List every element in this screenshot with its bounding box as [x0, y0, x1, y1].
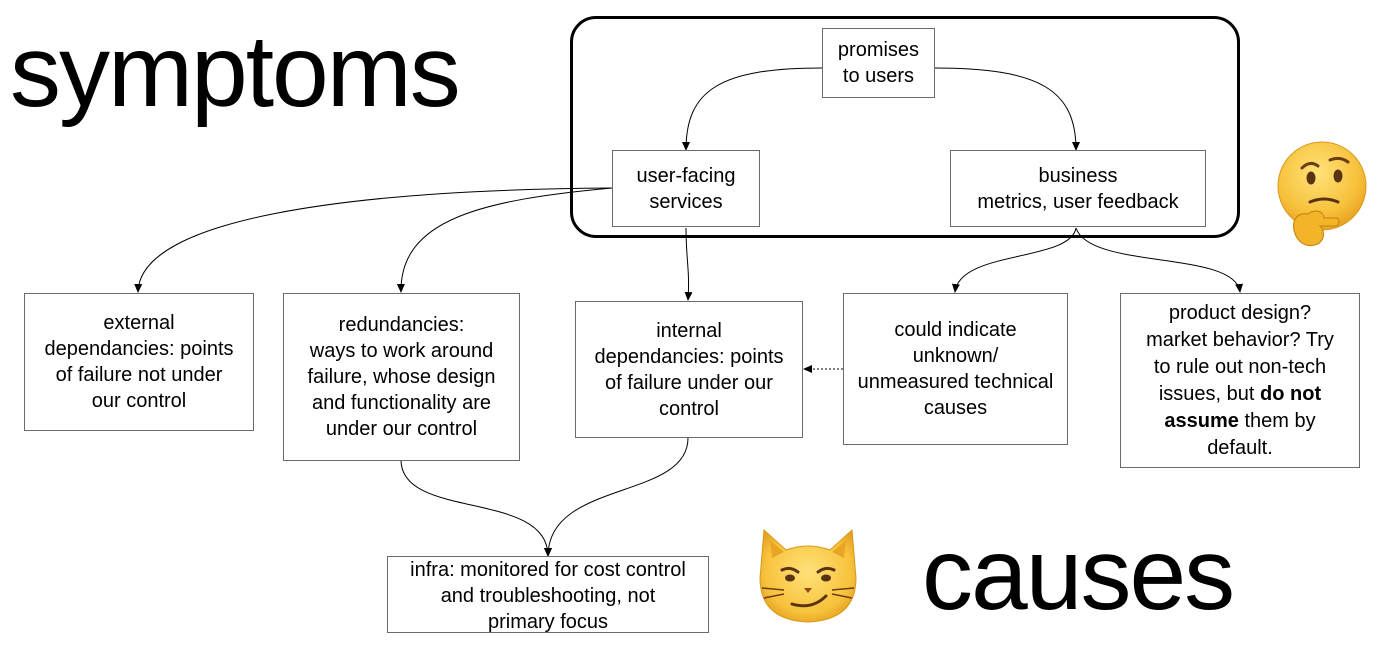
symptoms-group-frame	[570, 16, 1240, 238]
node-user-facing-label: user-facing services	[636, 164, 736, 213]
edge-userfacing-external	[134, 187, 613, 293]
node-internal-label: internal dependancies: points of failure…	[594, 319, 784, 420]
node-redundancies: redundancies: ways to work around failur…	[283, 293, 520, 461]
node-external-label: external dependancies: points of failure…	[44, 312, 234, 412]
node-business-metrics: business metrics, user feedback	[950, 150, 1206, 227]
product-design-part2: them by default.	[1207, 409, 1316, 459]
edge-internal-infra	[544, 437, 689, 557]
node-infra-label: infra: monitored for cost control and tr…	[410, 559, 686, 633]
node-could-indicate: could indicate unknown/ unmeasured techn…	[843, 293, 1068, 445]
edge-business-productdesign	[1075, 227, 1243, 293]
node-product-design: product design? market behavior? Try to …	[1120, 293, 1360, 468]
edge-business-couldindicate	[951, 227, 1077, 293]
edge-redundancies-infra	[400, 459, 552, 557]
symptoms-heading: symptoms	[10, 14, 461, 128]
node-redundancies-label: redundancies: ways to work around failur…	[307, 314, 496, 440]
node-business-label: business metrics, user feedback	[977, 164, 1179, 213]
product-design-part1: product design? market behavior? Try to …	[1146, 301, 1334, 405]
node-product-design-text: product design? market behavior? Try to …	[1146, 300, 1334, 462]
smirking-cat-icon	[759, 528, 857, 623]
node-promises-to-users: promises to users	[822, 28, 935, 98]
causes-heading: causes	[922, 517, 1235, 631]
edge-promises-userfacing	[682, 67, 823, 151]
thinking-face-icon	[1277, 141, 1367, 247]
edge-userfacing-redundancies	[396, 187, 613, 293]
edge-userfacing-internal	[684, 227, 693, 301]
node-promises-label: promises to users	[837, 39, 920, 87]
edge-promises-business	[934, 67, 1080, 151]
node-external-dependancies: external dependancies: points of failure…	[24, 293, 254, 431]
node-infra: infra: monitored for cost control and tr…	[387, 556, 709, 633]
node-user-facing-services: user-facing services	[612, 150, 760, 227]
product-design-emphasis: do not assume	[1164, 382, 1322, 432]
node-internal-dependancies: internal dependancies: points of failure…	[575, 301, 803, 438]
node-could-indicate-label: could indicate unknown/ unmeasured techn…	[857, 319, 1054, 419]
